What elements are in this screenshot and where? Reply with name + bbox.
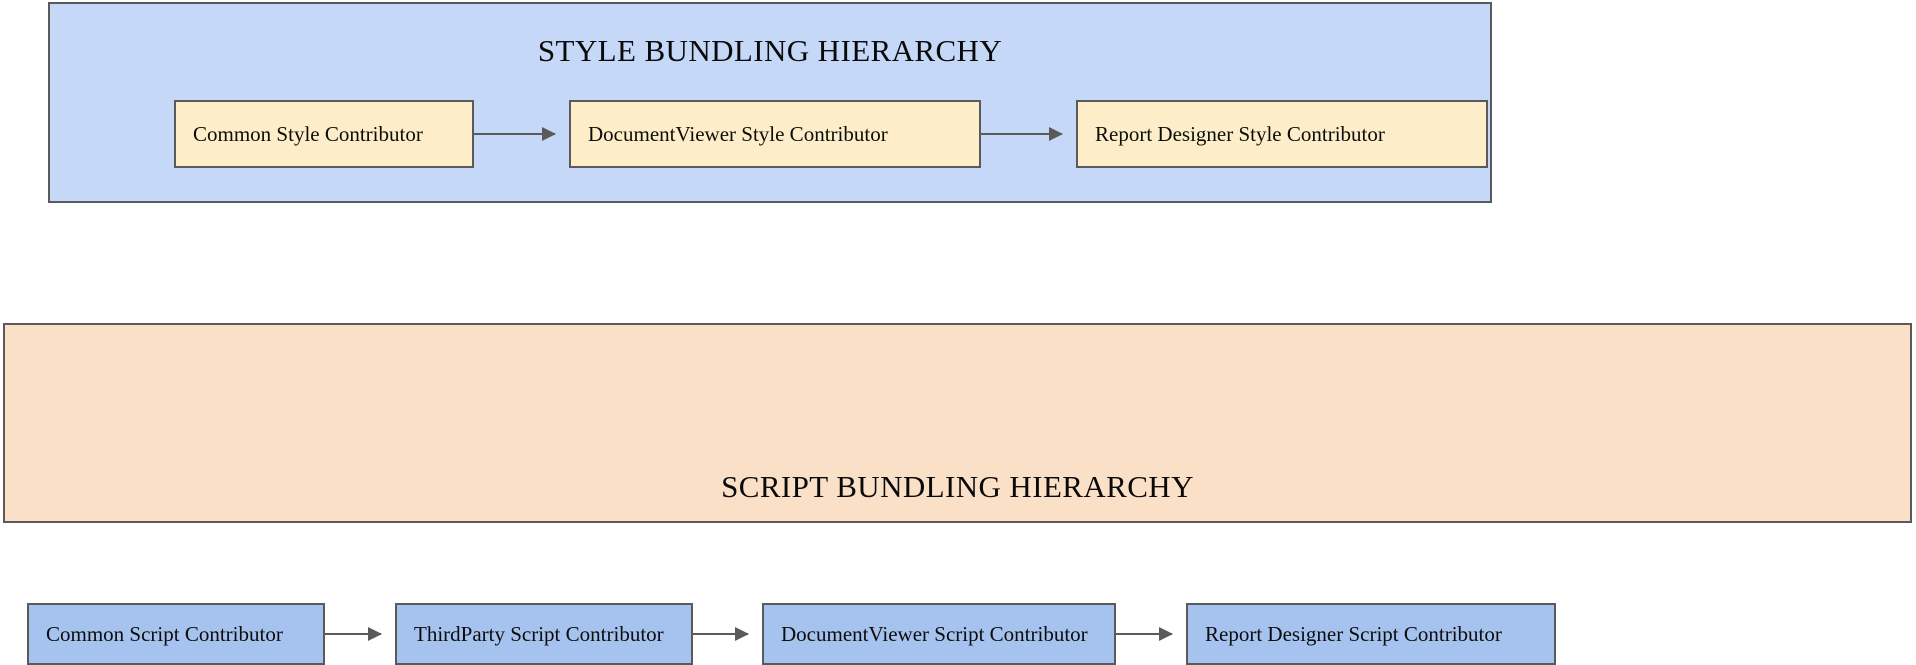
node-documentviewer-script-contributor[interactable]: DocumentViewer Script Contributor — [762, 603, 1116, 665]
script-panel-title: SCRIPT BUNDLING HIERARCHY — [721, 469, 1194, 504]
node-thirdparty-script-contributor[interactable]: ThirdParty Script Contributor — [395, 603, 693, 665]
node-label: Report Designer Style Contributor — [1095, 121, 1385, 146]
node-label: Common Script Contributor — [46, 621, 283, 646]
arrow-right-icon — [1116, 627, 1173, 641]
node-label: Common Style Contributor — [193, 121, 423, 146]
style-panel-title: STYLE BUNDLING HIERARCHY — [537, 33, 1003, 68]
node-label: DocumentViewer Style Contributor — [588, 121, 888, 146]
arrow-right-icon — [693, 627, 749, 641]
arrow-right-icon — [325, 627, 382, 641]
node-common-style-contributor[interactable]: Common Style Contributor — [174, 100, 474, 168]
node-label: Report Designer Script Contributor — [1205, 621, 1502, 646]
script-bundling-hierarchy-panel: Common Script Contributor ThirdParty Scr… — [3, 323, 1912, 665]
node-common-script-contributor[interactable]: Common Script Contributor — [27, 603, 325, 665]
node-label: DocumentViewer Script Contributor — [781, 621, 1088, 646]
arrow-right-icon — [474, 127, 556, 141]
node-report-designer-style-contributor[interactable]: Report Designer Style Contributor — [1076, 100, 1488, 168]
node-label: ThirdParty Script Contributor — [414, 621, 664, 646]
node-documentviewer-style-contributor[interactable]: DocumentViewer Style Contributor — [569, 100, 981, 168]
arrow-right-icon — [981, 127, 1063, 141]
style-bundling-hierarchy-panel: STYLE BUNDLING HIERARCHY Common Style Co… — [48, 2, 1492, 203]
node-report-designer-script-contributor[interactable]: Report Designer Script Contributor — [1186, 603, 1556, 665]
